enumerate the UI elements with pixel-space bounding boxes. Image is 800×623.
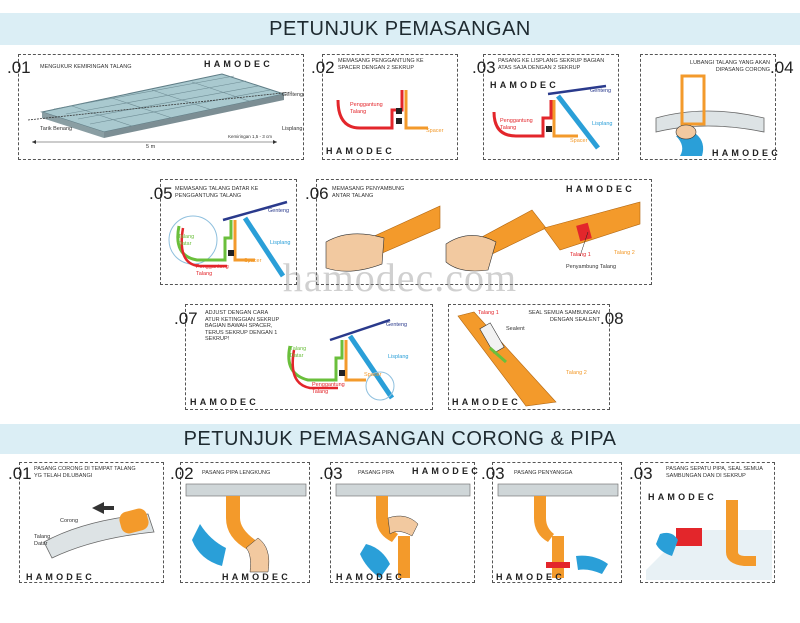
flat-gutter-diagram [168,200,288,278]
gutter-2-label: Talang 2 [614,250,635,256]
pull-thread-label: Tarik Benang [40,126,73,132]
roof-tile-label: Genteng [386,322,408,328]
step-number: .02 [170,464,194,483]
brand-logo: HAMODEC [452,397,521,407]
step-number: .01 [7,58,31,77]
step-caption: PASANG PENYANGGA [514,470,573,476]
pipe-illustration [335,483,471,578]
step-number: .03 [319,464,343,483]
slope-label: Kemiringan 1,5 - 3 cm [228,134,273,139]
funnel-label: Corong [60,518,79,524]
step-caption: MENGUKUR KEMIRINGAN TALANG [40,64,132,70]
step-panel-07 [185,304,433,410]
section-header-installation: PETUNJUK PEMASANGAN [0,13,800,45]
step-caption: MEMASANG TALANG DATAR KE PENGGANTUNG TAL… [175,186,259,199]
step-panel-02 [322,54,458,160]
step-caption: PASANG PIPA [358,470,395,476]
brand-logo: HAMODEC [26,572,95,582]
step-caption: PASANG CORONG DI TEMPAT TALANG YG TELAH … [34,466,136,479]
step-caption: PASANG PIPA LENGKUNG [202,470,271,476]
gutter-1-label: Talang 1 [570,252,591,258]
step-number: .04 [770,58,794,77]
fascia-label: Lisplang [388,354,409,360]
gutter-2-label: Talang 2 [566,370,587,376]
roof-illustration [27,73,293,144]
step-caption: MEMASANG PENGGANTUNG KE SPACER DENGAN 2 … [338,58,424,71]
fascia-label: Lisplang [270,240,291,246]
sealant-illustration [457,311,557,407]
step-number: .07 [174,309,198,328]
section-title: PETUNJUK PEMASANGAN CORONG & PIPA [183,427,617,450]
watermark: hamodec.com [282,255,518,300]
step-caption: PASANG KE LISPLANG SEKRUP BAGIAN ATAS SA… [498,58,605,71]
gutter-1-label: Talang 1 [478,310,499,316]
step-number: .03 [472,58,496,77]
sealant-label: Sealent [506,326,525,332]
brand-logo: HAMODEC [190,397,259,407]
fascia-label: Lisplang [282,126,303,132]
hanger-label: Penggantung Talang [500,118,533,131]
step-panel-04 [640,54,776,160]
step-caption: SEAL SEMUA SAMBUNGAN DENGAN SEALENT [528,310,600,323]
saw-illustration [655,74,765,156]
spacer-label: Spacer [426,128,444,134]
elbow-pipe-illustration [185,483,307,573]
length-label: 5 m [146,144,156,150]
step-caption: ADJUST DENGAN CARA ATUR KETINGGIAN SEKRU… [205,310,280,342]
spacer-label: Spacer [364,372,382,378]
brand-logo: HAMODEC [204,59,273,69]
section-header-downpipe: PETUNJUK PEMASANGAN CORONG & PIPA [0,424,800,454]
hanger-spacer-diagram [336,90,428,130]
adjust-spacer-diagram [287,318,395,401]
flat-gutter-label: Talang Datar [178,234,195,247]
pipe-shoe-illustration [646,500,772,580]
brand-logo: HAMODEC [566,184,635,194]
connector-label: Penyambung Talang [566,264,617,270]
step-number: .08 [600,309,624,328]
step-number: .03 [629,464,653,483]
roof-tile-label: Genteng [282,92,304,98]
flat-gutter-label: Talang Datar [34,534,51,547]
spacer-label: Spacer [570,138,588,144]
brand-logo: HAMODEC [326,146,395,156]
step-caption: MEMASANG PENYAMBUNG ANTAR TALANG [332,186,405,199]
brand-logo: HAMODEC [222,572,291,582]
brand-logo: HAMODEC [648,492,717,502]
brand-logo: HAMODEC [490,80,559,90]
fascia-label: Lisplang [592,121,613,127]
bracket-illustration [497,483,619,578]
step-caption: PASANG SEPATU PIPA, SEAL SEMUA SAMBUNGAN… [666,466,763,479]
hanger-label: Penggantung Talang [196,264,229,277]
hanger-label: Penggantung Talang [350,102,383,115]
connector-illustration [325,201,641,272]
step-number: .05 [149,184,173,203]
brand-logo: HAMODEC [712,148,781,158]
step-number: .03 [481,464,505,483]
brand-logo: HAMODEC [336,572,405,582]
spacer-label: Spacer [244,258,262,264]
step-number: .01 [8,464,32,483]
pipe-step-panel-02 [180,462,310,583]
brand-logo: HAMODEC [412,466,481,476]
fascia-mount-diagram [492,84,607,150]
flat-gutter-label: Talang Datar [290,346,307,359]
brand-logo: HAMODEC [496,572,565,582]
funnel-illustration [43,502,155,559]
step-number: .02 [311,58,335,77]
roof-tile-label: Genteng [590,88,612,94]
roof-tile-label: Genteng [268,208,290,214]
section-title: PETUNJUK PEMASANGAN [269,17,531,40]
step-number: .06 [305,184,329,203]
hanger-label: Penggantung Talang [312,382,345,395]
step-caption: LUBANGI TALANG YANG AKAN DIPASANG CORONG [690,60,770,73]
